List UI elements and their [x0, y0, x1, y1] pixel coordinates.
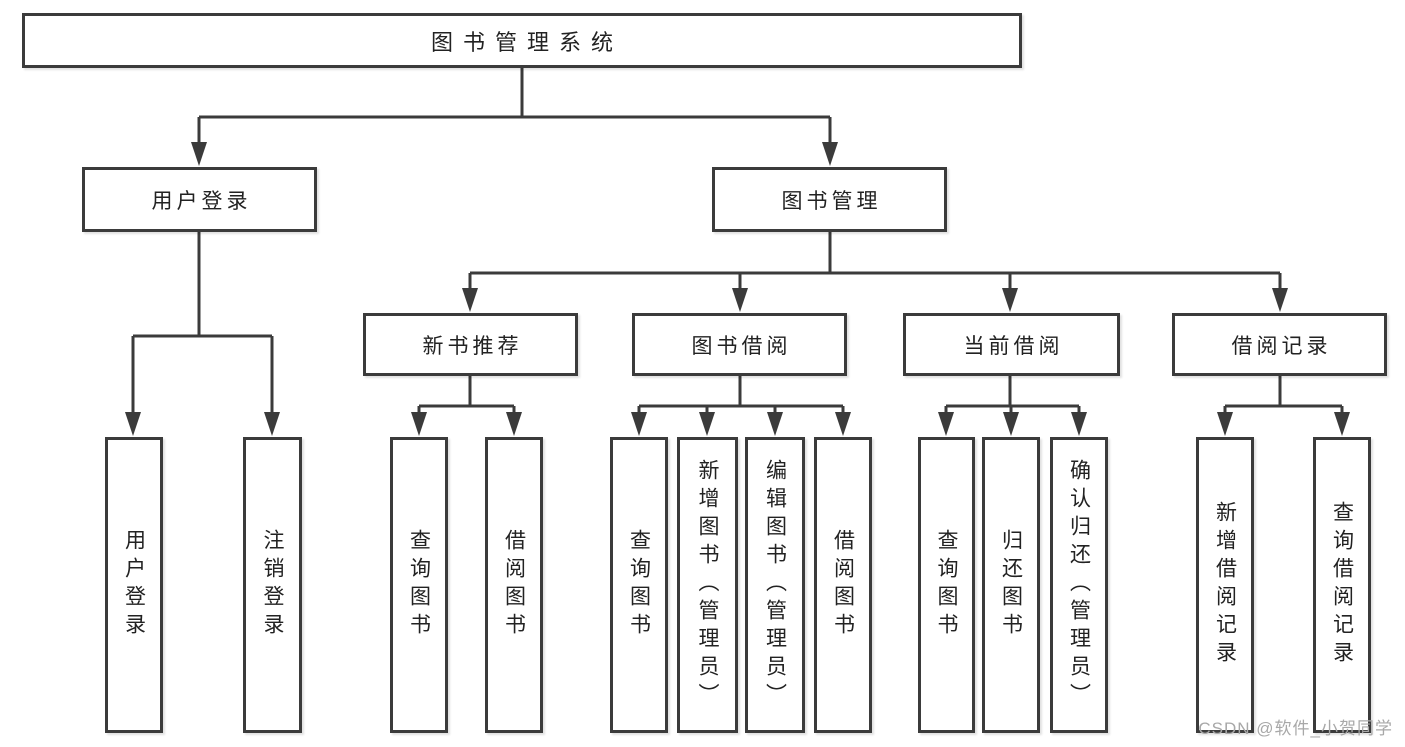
node-borrowing-records: 借阅记录	[1172, 313, 1387, 376]
node-current-borrowing: 当前借阅	[903, 313, 1120, 376]
leaf-confirm-return-admin: 确认归还（管理员）	[1050, 437, 1108, 733]
arrow-down-icon	[264, 412, 280, 436]
arrow-down-icon	[1217, 412, 1233, 436]
arrow-down-icon	[1334, 412, 1350, 436]
arrow-down-icon	[767, 412, 783, 436]
arrow-down-icon	[938, 412, 954, 436]
arrow-down-icon	[411, 412, 427, 436]
arrowheads	[125, 142, 1350, 436]
node-new-book-recommendation: 新书推荐	[363, 313, 578, 376]
arrow-down-icon	[699, 412, 715, 436]
node-book-borrowing: 图书借阅	[632, 313, 847, 376]
arrow-down-icon	[1002, 288, 1018, 312]
arrow-down-icon	[1003, 412, 1019, 436]
arrow-down-icon	[191, 142, 207, 166]
leaf-query-books-recommend: 查询图书	[390, 437, 448, 733]
arrow-down-icon	[1071, 412, 1087, 436]
arrow-down-icon	[631, 412, 647, 436]
leaf-add-borrow-record: 新增借阅记录	[1196, 437, 1254, 733]
arrow-down-icon	[506, 412, 522, 436]
leaf-query-borrow-record: 查询借阅记录	[1313, 437, 1371, 733]
leaf-query-books-current: 查询图书	[918, 437, 975, 733]
arrow-down-icon	[125, 412, 141, 436]
arrow-down-icon	[732, 288, 748, 312]
leaf-edit-book-admin: 编辑图书（管理员）	[745, 437, 805, 733]
leaf-query-books-borrowing: 查询图书	[610, 437, 668, 733]
leaf-return-books: 归还图书	[982, 437, 1040, 733]
node-book-management: 图书管理	[712, 167, 947, 232]
leaf-add-book-admin: 新增图书（管理员）	[677, 437, 738, 733]
arrow-down-icon	[822, 142, 838, 166]
leaf-logout: 注销登录	[243, 437, 302, 733]
connector-shafts	[131, 68, 1344, 414]
arrow-down-icon	[835, 412, 851, 436]
node-library-system: 图书管理系统	[22, 13, 1022, 68]
csdn-watermark: CSDN @软件_小贺同学	[1198, 719, 1393, 738]
arrow-down-icon	[462, 288, 478, 312]
leaf-borrow-books: 借阅图书	[814, 437, 872, 733]
arrow-down-icon	[1272, 288, 1288, 312]
node-user-login: 用户登录	[82, 167, 317, 232]
leaf-borrow-books-recommend: 借阅图书	[485, 437, 543, 733]
leaf-user-login: 用户登录	[105, 437, 163, 733]
